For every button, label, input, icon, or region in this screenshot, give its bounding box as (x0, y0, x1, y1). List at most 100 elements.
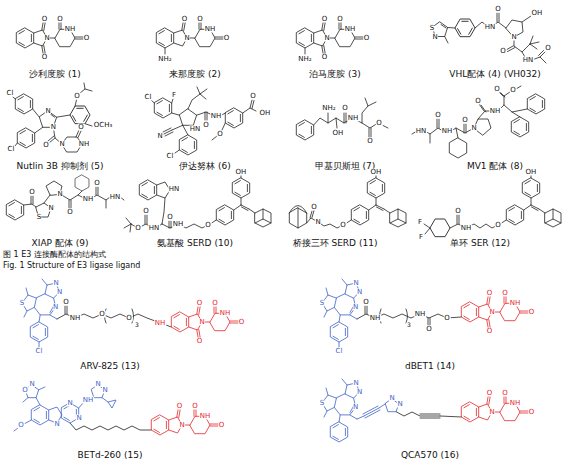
bond-lines (187, 22, 223, 47)
bond-lines (289, 208, 306, 228)
subscript: 3 (135, 322, 140, 328)
bond-lines (322, 379, 360, 442)
atom-label: OH (235, 169, 247, 176)
atom-label: N (102, 387, 108, 394)
bond-lines (70, 423, 151, 430)
atom-label: O (311, 204, 318, 211)
atom-label: Cl (335, 348, 343, 355)
atom-label: NH (460, 225, 472, 232)
atom-label: N (511, 34, 517, 41)
atom-label: O (78, 124, 85, 131)
atom-label: O (495, 6, 502, 13)
atom-label: O (43, 142, 50, 149)
atom-label: O (444, 315, 451, 322)
atom-label: N (199, 319, 205, 326)
atom-label: O (41, 16, 48, 23)
atom-label: N (315, 219, 321, 226)
atom-label: NH₂ (298, 56, 312, 63)
bond-lines (432, 13, 546, 63)
atom-label: NH (154, 320, 166, 327)
atom-label: N (356, 289, 362, 296)
atom-label: N (389, 395, 395, 402)
atom-label: O (203, 122, 210, 129)
atom-label: O (74, 93, 81, 100)
bond-lines (492, 296, 528, 321)
bond-lines (339, 342, 340, 347)
atom-label: N (432, 34, 438, 41)
bond-lines (57, 306, 171, 327)
bonds (6, 13, 561, 442)
atom-label: NH (172, 221, 184, 228)
bond-lines (151, 409, 182, 435)
atom-label: O (223, 35, 230, 42)
atom-label: N (324, 35, 330, 42)
atom-label: NH (344, 26, 356, 33)
atom-label: O (486, 328, 493, 335)
atom-label: HN (189, 126, 201, 133)
atom-label: NH (82, 397, 94, 404)
atom-label: Cl (7, 146, 15, 153)
atom-label: N (353, 380, 359, 387)
bond-lines (14, 279, 399, 442)
atom-label: NH (64, 26, 76, 33)
atom-label: O (495, 222, 502, 229)
atom-label: O (57, 15, 64, 22)
atom-label: N (397, 401, 403, 408)
atom-label: NH (509, 300, 521, 307)
compound-name: Nutlin 3B 抑制剂 (5) (17, 162, 104, 171)
compound-name: MV1 配体 (8) (467, 162, 523, 171)
atom-label: NH (82, 196, 94, 203)
atom-label: NH (509, 400, 521, 407)
compound-name: 泊马度胺 (3) (309, 70, 361, 79)
atom-label: HN (148, 225, 160, 232)
atom-label: HN (168, 186, 180, 193)
bond-lines (452, 15, 477, 41)
atom-label: O (126, 315, 133, 322)
bond-lines (202, 306, 238, 331)
figure-caption: 图 1 E3 连接酶配体的结构式 (3, 251, 106, 259)
atom-label: NH (347, 115, 359, 122)
atom-label: O (510, 87, 517, 94)
compound-name: VHL配体 (4) (VH032) (449, 70, 541, 79)
atom-label: O (238, 319, 245, 326)
atom-label: N (44, 35, 50, 42)
atom-label: NH (199, 413, 211, 420)
compound-name: 沙利度胺 (1) (29, 70, 81, 79)
atom-label: OH (525, 169, 537, 176)
bond-lines (14, 385, 116, 431)
bond-lines (15, 94, 32, 114)
atom-label: S (19, 300, 24, 307)
atom-label: O (212, 299, 219, 306)
atom-label: O (340, 222, 347, 229)
atom-label: HN (109, 194, 121, 201)
atom-label: N (95, 381, 101, 388)
atom-label: N (57, 191, 63, 198)
compound-name: BETd-260 (15) (78, 451, 143, 460)
atom-label: N (356, 389, 362, 396)
bond-lines (327, 22, 363, 47)
figure-caption: Fig. 1 Structure of E3 ligase ligand (3, 262, 140, 270)
atom-label: O (545, 45, 552, 52)
bond-lines (527, 94, 544, 114)
atom-label: Cl (144, 94, 152, 101)
compound-name: 甲基贝斯坦 (7) (315, 162, 376, 171)
atom-label: O (426, 326, 433, 333)
atom-label: O (67, 209, 74, 216)
atom-label: N (76, 415, 82, 422)
compound-name: 桥接三环 SERD (11) (293, 239, 378, 248)
compound-name: 来那度胺 (2) (169, 70, 221, 79)
atom-label: N (54, 421, 60, 428)
atom-label: O (455, 208, 462, 215)
atom-label: NH (204, 26, 216, 33)
atom-label: N (67, 400, 73, 407)
bond-lines (75, 175, 89, 191)
compound-name: ARV-825 (13) (80, 362, 139, 371)
bond-lines (13, 83, 92, 152)
atom-label: N (471, 125, 477, 132)
atom-label: O (342, 105, 349, 112)
atom-label: O (337, 15, 344, 22)
atom-label: Cl (35, 348, 43, 355)
atom-label: HN (415, 128, 427, 135)
bond-lines (511, 117, 528, 137)
